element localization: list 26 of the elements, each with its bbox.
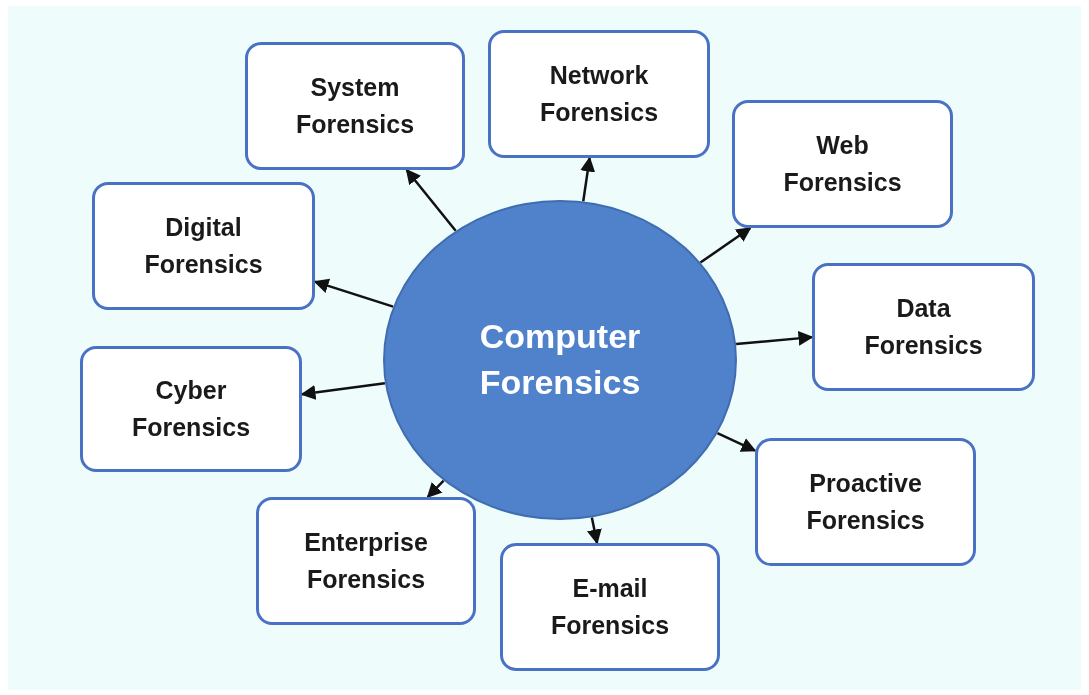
arrow (426, 479, 445, 499)
topic-label: Cyber Forensics (130, 374, 252, 443)
topic-label: System Forensics (294, 71, 416, 140)
topic-box (92, 182, 315, 310)
topic-box (500, 543, 720, 671)
topic-box (488, 30, 710, 158)
topic-box (812, 263, 1035, 391)
topic-box (256, 497, 476, 625)
topic-label: Web Forensics (782, 129, 903, 198)
topic-label: Network Forensics (538, 59, 660, 128)
topic-label: Data Forensics (863, 292, 984, 361)
topic-label: Digital Forensics (143, 211, 264, 280)
arrow (736, 330, 814, 346)
topic-label: Proactive Forensics (805, 467, 926, 536)
center-label: Computer Forensics (478, 316, 642, 403)
topic-box (755, 438, 976, 566)
arrow (405, 168, 457, 232)
arrow (587, 517, 602, 545)
arrow (580, 156, 596, 202)
arrow (313, 278, 394, 308)
topic-box (732, 100, 953, 228)
topic-label: Enterprise Forensics (303, 526, 429, 595)
topic-label: E-mail Forensics (549, 572, 671, 641)
topic-box (245, 42, 465, 170)
topic-box (80, 346, 302, 472)
arrow (300, 382, 386, 400)
